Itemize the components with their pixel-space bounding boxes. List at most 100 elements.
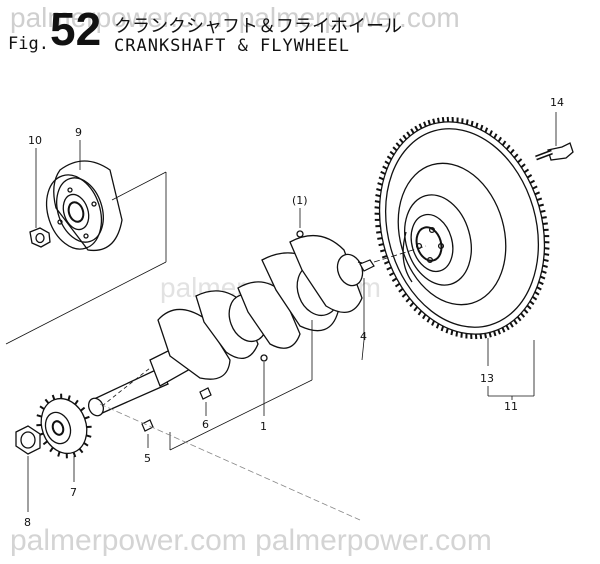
gear-tooth	[57, 451, 61, 457]
gear-tooth	[376, 188, 382, 192]
crank-pulley	[45, 160, 123, 252]
gear-tooth	[394, 282, 401, 288]
gear-tooth	[509, 322, 514, 328]
gear-tooth	[441, 116, 445, 123]
gear-tooth	[532, 185, 538, 190]
ring-gear-teeth	[374, 116, 550, 340]
flywheel-key	[359, 259, 375, 272]
gear-tooth	[72, 451, 77, 458]
callout-11: 11	[504, 400, 518, 413]
callout-7: 7	[70, 486, 77, 499]
gear-tooth	[488, 332, 492, 338]
gear-tooth	[386, 266, 392, 271]
gear-tooth	[422, 313, 427, 320]
gear-tooth	[380, 170, 386, 175]
gear-tooth	[513, 319, 518, 325]
gear-tooth	[389, 150, 395, 156]
gear-tooth	[509, 148, 515, 154]
gear-tooth	[517, 158, 523, 164]
gear-tooth	[526, 304, 532, 310]
gear-tooth	[465, 119, 469, 125]
gear-tooth	[484, 333, 487, 339]
flywheel	[374, 116, 550, 340]
gear-tooth	[431, 320, 436, 326]
gear-tooth	[80, 406, 86, 412]
gear-tooth	[450, 329, 454, 336]
gear-tooth	[513, 153, 519, 159]
gear-tooth	[44, 398, 50, 404]
gear-tooth	[534, 291, 540, 296]
gear-tooth	[36, 414, 42, 418]
gear-tooth	[536, 286, 542, 291]
gear-tooth	[386, 155, 393, 161]
gear-tooth	[382, 165, 388, 170]
gear-tooth	[523, 168, 530, 174]
callout-8: 8	[24, 516, 31, 529]
gear-tooth	[526, 174, 533, 179]
callout-4: 4	[360, 330, 367, 343]
callout-6: 6	[202, 418, 209, 431]
gear-tooth	[484, 127, 489, 133]
leader-lines	[5, 112, 557, 521]
gear-tooth	[479, 124, 484, 131]
gear-tooth	[536, 197, 543, 202]
gear-tooth	[542, 222, 548, 225]
gear-tooth	[534, 191, 540, 196]
callout-labels: 9 10 (1) 1 4 6 5 7 8 14 13 11	[24, 96, 564, 529]
gear-tooth	[410, 128, 415, 134]
gear-tooth	[395, 142, 401, 148]
gear-tooth	[426, 317, 431, 323]
gear-keys	[141, 387, 212, 432]
gear-tooth	[540, 209, 546, 213]
gear-tooth	[384, 160, 390, 165]
crank-gear-teeth	[36, 393, 92, 459]
gear-tooth	[470, 120, 474, 127]
gear-tooth	[493, 330, 497, 337]
gear-tooth	[375, 194, 381, 198]
gear-tooth	[392, 146, 398, 152]
gear-tooth	[402, 134, 408, 140]
title-japanese: クランクシャフト＆フライホイール	[114, 16, 402, 37]
gear-tooth	[531, 295, 538, 301]
gear-tooth	[398, 138, 404, 144]
gear-tooth	[435, 323, 440, 329]
gear-tooth	[542, 264, 548, 268]
gear-tooth	[505, 144, 511, 150]
callout-9: 9	[75, 126, 82, 139]
gear-tooth	[432, 118, 436, 124]
gear-tooth	[374, 206, 380, 209]
gear-tooth	[427, 119, 431, 126]
figure-prefix: Fig.	[8, 34, 49, 54]
gear-tooth	[538, 281, 544, 286]
gear-tooth	[409, 302, 415, 308]
gear-tooth	[541, 270, 547, 274]
gear-tooth	[541, 216, 547, 219]
gear-tooth	[520, 312, 526, 318]
gear-tooth	[543, 253, 550, 256]
gear-tooth	[378, 176, 384, 181]
gear-tooth	[413, 306, 419, 312]
gear-tooth	[445, 328, 449, 334]
gear-tooth	[401, 292, 407, 298]
gear-tooth	[497, 329, 501, 335]
flywheel-bolt	[535, 142, 574, 161]
gear-tooth	[83, 442, 89, 447]
gear-tooth	[377, 237, 383, 240]
gear-tooth	[475, 122, 479, 128]
gear-tooth	[423, 121, 427, 127]
title-english: CRANKSHAFT & FLYWHEEL	[114, 36, 350, 56]
gear-tooth	[74, 399, 79, 405]
gear-tooth	[67, 395, 71, 401]
callout-1: 1	[260, 420, 267, 433]
gear-tooth	[418, 123, 423, 129]
gear-tooth	[78, 448, 84, 454]
gear-tooth	[544, 247, 550, 250]
gear-tooth	[501, 327, 506, 333]
gear-tooth	[49, 447, 54, 453]
gear-tooth	[378, 243, 384, 247]
gear-tooth	[488, 130, 493, 136]
watermark-top: palmerpower.com palmerpower.com	[10, 2, 460, 33]
gear-tooth	[523, 308, 529, 314]
gear-tooth	[529, 300, 535, 306]
gear-tooth	[380, 249, 386, 253]
